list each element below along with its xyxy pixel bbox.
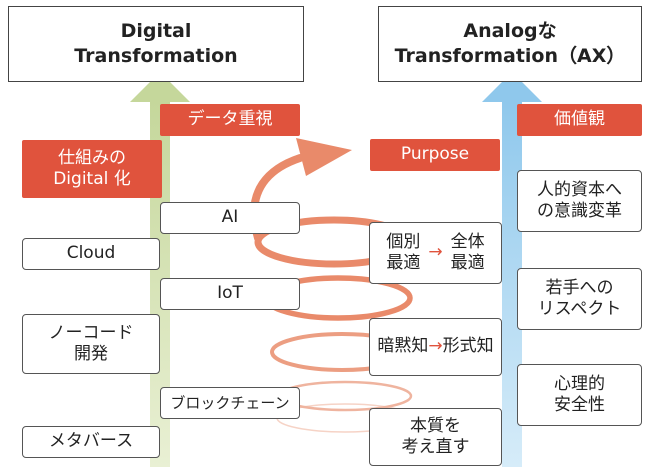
overall-label: 全体 bbox=[450, 231, 485, 252]
ai-box: AI bbox=[160, 202, 300, 234]
shift-arrow-icon: → bbox=[428, 242, 443, 263]
shift-arrow-icon-2: → bbox=[428, 336, 443, 357]
iot-box: IoT bbox=[160, 278, 300, 310]
explicit-knowledge-label: 形式知 bbox=[442, 336, 494, 357]
cloud-box: Cloud bbox=[22, 238, 160, 270]
digitization-tag: 仕組みの Digital 化 bbox=[22, 140, 162, 198]
tacit-knowledge-label: 暗黙知 bbox=[377, 336, 429, 357]
rethink-essence-box: 本質を 考え直す bbox=[369, 408, 502, 466]
optimal-label-2: 最適 bbox=[450, 253, 485, 273]
individual-label: 個別 bbox=[386, 231, 421, 252]
analog-transformation-title: Analogな Transformation（AX） bbox=[378, 6, 642, 82]
human-capital-box: 人的資本へ の意識変革 bbox=[517, 170, 642, 232]
values-tag: 価値観 bbox=[517, 104, 642, 136]
digital-transformation-title: Digital Transformation bbox=[8, 6, 304, 82]
blockchain-box: ブロックチェーン bbox=[160, 387, 300, 419]
individual-to-overall-box: 個別 最適 → 全体 最適 bbox=[369, 222, 502, 284]
purpose-tag: Purpose bbox=[370, 139, 500, 171]
respect-youth-box: 若手への リスペクト bbox=[517, 268, 642, 330]
no-code-box: ノーコード 開発 bbox=[22, 314, 160, 374]
data-emphasis-tag: データ重視 bbox=[160, 104, 300, 136]
metaverse-box: メタバース bbox=[22, 426, 160, 458]
optimal-label: 最適 bbox=[386, 253, 421, 273]
psychological-safety-box: 心理的 安全性 bbox=[517, 364, 642, 426]
tacit-to-explicit-box: 暗黙知→形式知 bbox=[369, 318, 502, 376]
